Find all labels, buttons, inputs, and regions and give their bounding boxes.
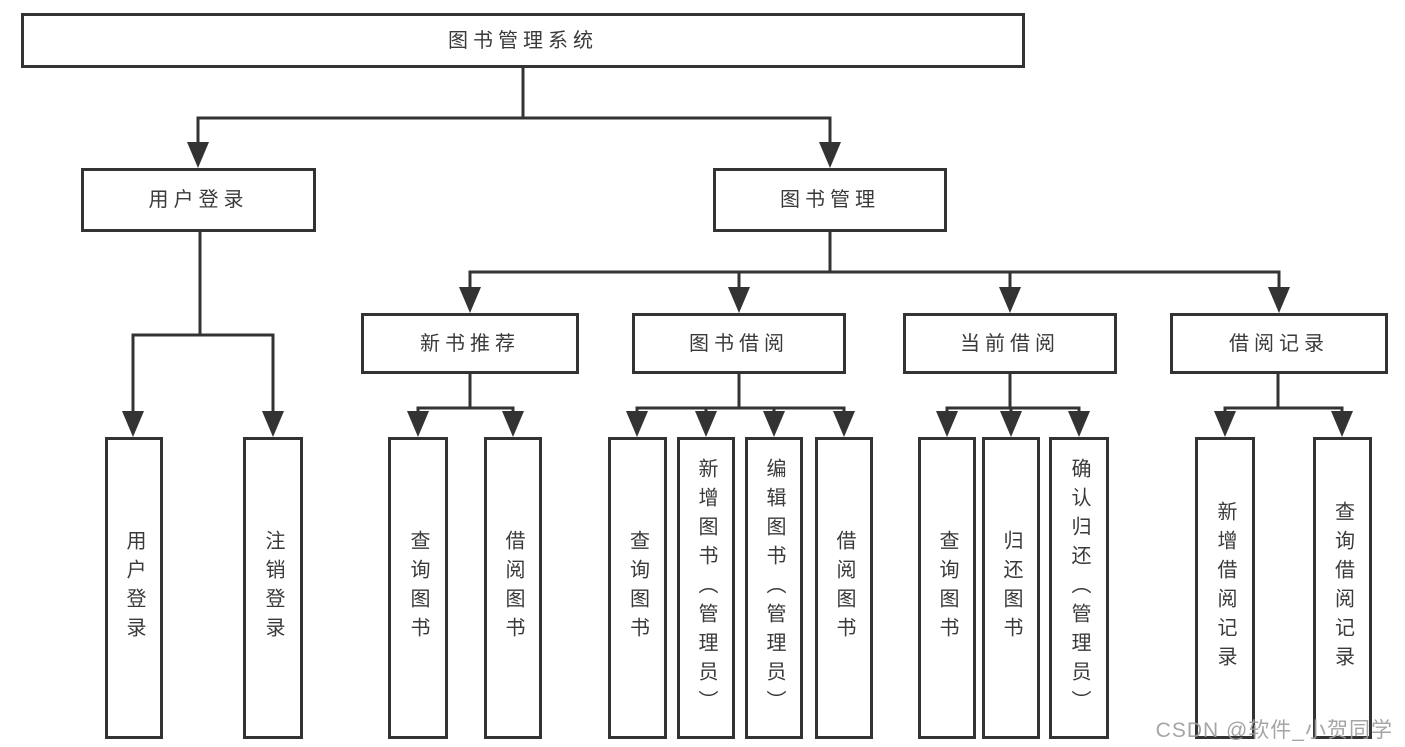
node-label: 图书管理系统 — [448, 29, 598, 52]
leaf-cb-confirm-return-admin: 确认归还（管理员） — [1049, 437, 1109, 739]
arrow-down-icon — [262, 411, 284, 437]
node-borrow-records: 借阅记录 — [1170, 313, 1388, 374]
arrow-down-icon — [122, 411, 144, 437]
arrow-down-icon — [695, 411, 717, 437]
node-user-login: 用户登录 — [81, 168, 316, 232]
leaf-bb-add-books-admin: 新增图书（管理员） — [677, 437, 735, 739]
node-label: 新书推荐 — [420, 332, 520, 355]
arrow-down-icon — [1268, 287, 1290, 313]
arrow-down-icon — [728, 287, 750, 313]
connector-book-borrow-to-leaves — [626, 372, 855, 437]
node-label: 查询图书 — [936, 530, 958, 646]
connector-user-login-to-leaves — [122, 230, 284, 437]
node-label: 借阅图书 — [833, 530, 855, 646]
arrow-down-icon — [1068, 411, 1090, 437]
connector-book-mgmt-to-level2 — [459, 230, 1290, 313]
arrow-down-icon — [1000, 411, 1022, 437]
node-label: 编辑图书（管理员） — [763, 457, 785, 719]
node-book-management: 图书管理 — [713, 168, 947, 232]
arrow-down-icon — [1331, 411, 1353, 437]
leaf-nb-query-books: 查询图书 — [388, 437, 448, 739]
arrow-down-icon — [936, 411, 958, 437]
arrow-down-icon — [459, 287, 481, 313]
arrow-down-icon — [833, 411, 855, 437]
connector-line — [196, 66, 832, 152]
leaf-br-query-borrow-record: 查询借阅记录 — [1313, 437, 1372, 739]
node-book-borrow: 图书借阅 — [632, 313, 846, 374]
node-label: 查询图书 — [407, 530, 429, 646]
leaf-bb-edit-books-admin: 编辑图书（管理员） — [745, 437, 803, 739]
node-label: 借阅图书 — [502, 530, 524, 646]
node-label: 用户登录 — [148, 189, 249, 211]
node-label: 图书借阅 — [689, 332, 789, 355]
node-root: 图书管理系统 — [21, 13, 1025, 68]
node-label: 确认归还（管理员） — [1068, 457, 1090, 719]
arrow-down-icon — [763, 411, 785, 437]
connector-line — [416, 372, 515, 423]
connector-line — [1223, 372, 1344, 423]
node-label: 查询图书 — [626, 530, 649, 646]
watermark: CSDN @软件_小贺同学 — [1155, 719, 1393, 742]
node-current-borrow: 当前借阅 — [903, 313, 1117, 374]
connector-line — [131, 230, 275, 423]
connector-new-book-to-leaves — [407, 372, 524, 437]
arrow-down-icon — [187, 142, 209, 168]
node-label: 新增图书（管理员） — [695, 457, 717, 719]
node-label: 图书管理 — [780, 189, 880, 211]
leaf-br-add-borrow-record: 新增借阅记录 — [1195, 437, 1255, 739]
leaf-user-login: 用户登录 — [105, 437, 163, 739]
leaf-cb-query-books: 查询图书 — [918, 437, 976, 739]
connector-borrow-records-to-leaves — [1214, 372, 1353, 437]
arrow-down-icon — [407, 411, 429, 437]
leaf-nb-borrow-books: 借阅图书 — [484, 437, 542, 739]
arrow-down-icon — [1214, 411, 1236, 437]
leaf-bb-borrow-books: 借阅图书 — [815, 437, 873, 739]
node-label: 当前借阅 — [960, 332, 1060, 355]
node-label: 归还图书 — [1000, 530, 1022, 646]
arrow-down-icon — [502, 411, 524, 437]
leaf-cb-return-books: 归还图书 — [982, 437, 1040, 739]
leaf-bb-query-books: 查询图书 — [608, 437, 667, 739]
connector-root-to-level1 — [187, 66, 841, 168]
leaf-logout-login: 注销登录 — [243, 437, 303, 739]
node-new-book-recommend: 新书推荐 — [361, 313, 579, 374]
node-label: 查询借阅记录 — [1331, 501, 1354, 675]
arrow-down-icon — [626, 411, 648, 437]
connector-current-borrow-to-leaves — [936, 372, 1090, 437]
connector-line — [635, 372, 846, 423]
node-label: 新增借阅记录 — [1214, 501, 1236, 675]
node-label: 用户登录 — [123, 530, 145, 646]
node-label: 注销登录 — [262, 530, 284, 646]
node-label: 借阅记录 — [1229, 332, 1329, 355]
connector-line — [468, 230, 1281, 299]
arrow-down-icon — [999, 287, 1021, 313]
arrow-down-icon — [819, 142, 841, 168]
